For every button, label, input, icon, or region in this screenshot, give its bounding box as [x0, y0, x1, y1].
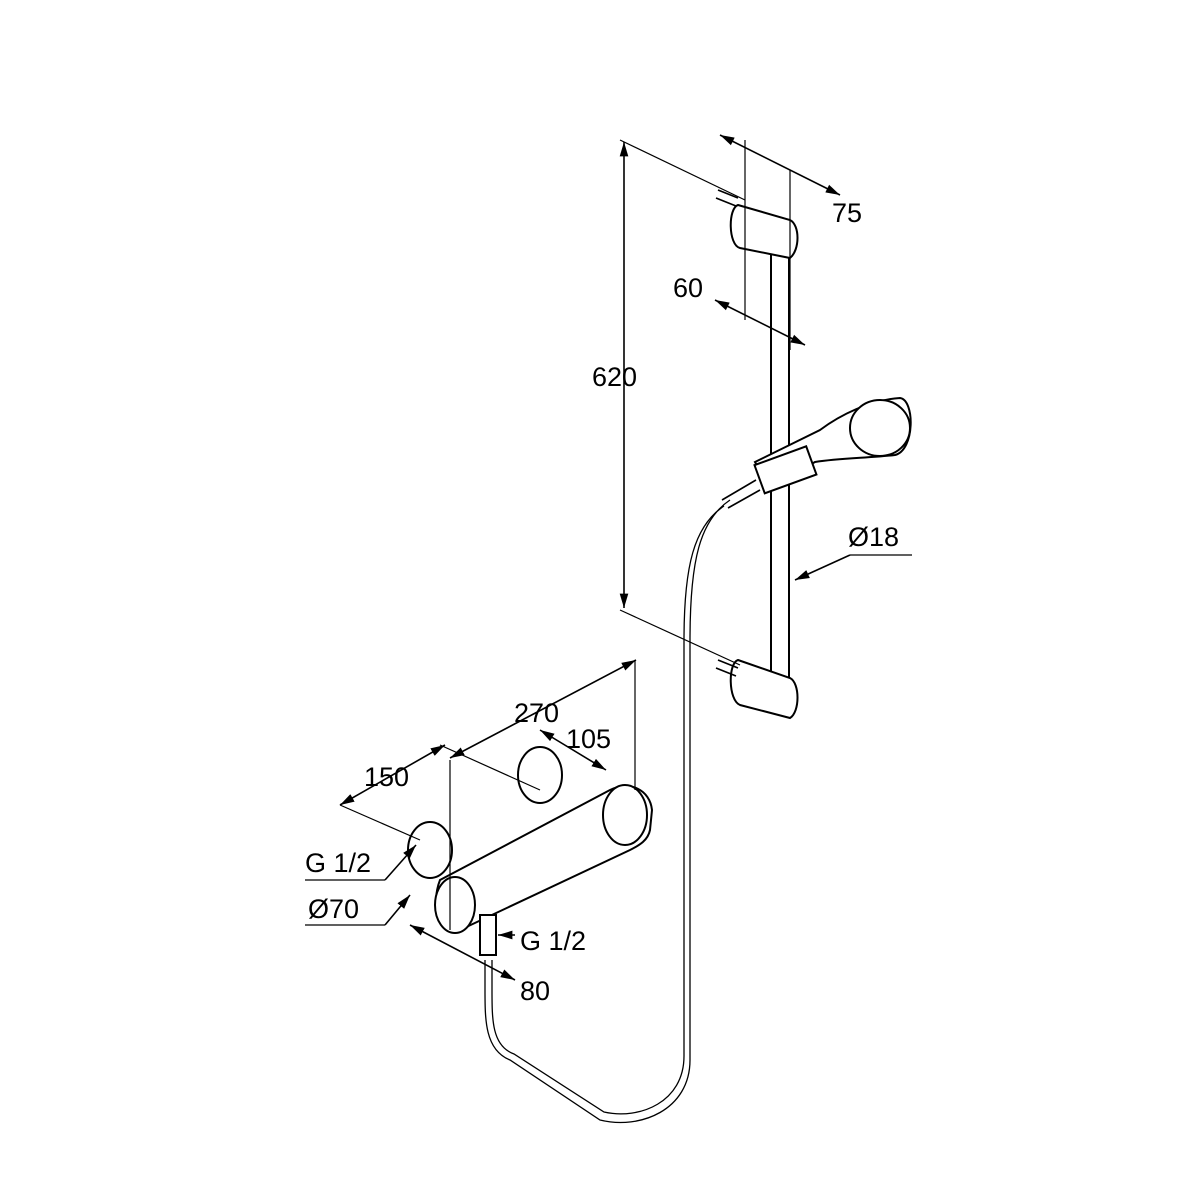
dim-150-label: 150	[364, 762, 409, 792]
hand-shower	[721, 396, 912, 509]
inlet-thread-label: G 1/2	[305, 848, 371, 878]
dim-d18-label: Ø18	[848, 522, 899, 552]
dim-d70-label: Ø70	[308, 894, 359, 924]
outlet-thread-label: G 1/2	[520, 926, 586, 956]
top-wall-bracket	[729, 203, 799, 260]
dim-60-label: 60	[673, 273, 703, 303]
shower-hose	[484, 499, 731, 1124]
dim-75-label: 75	[832, 198, 862, 228]
dimension-lines	[305, 134, 912, 981]
dim-105-label: 105	[566, 724, 611, 754]
dim-80-label: 80	[520, 976, 550, 1006]
thermostatic-mixer	[407, 746, 654, 956]
bottom-wall-bracket	[729, 658, 799, 720]
dim-270-label: 270	[514, 698, 559, 728]
dim-620-label: 620	[592, 362, 637, 392]
